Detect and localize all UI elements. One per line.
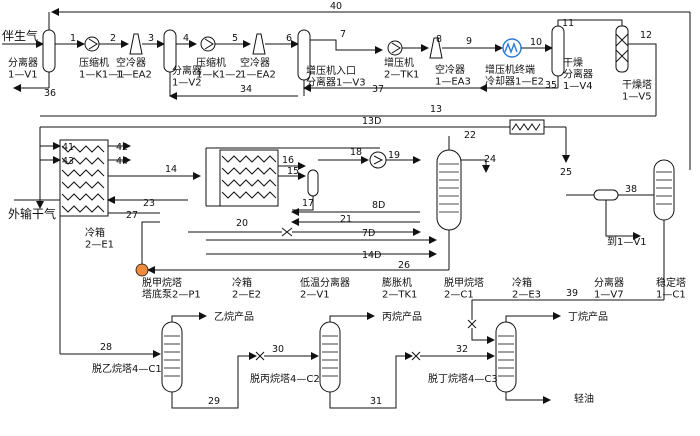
svg-text:10: 10 [530, 37, 542, 48]
svg-text:31: 31 [370, 396, 382, 407]
svg-text:增压机入口分离器1—V3: 增压机入口分离器1—V3 [306, 64, 366, 89]
svg-text:15: 15 [287, 166, 299, 177]
svg-text:3: 3 [148, 33, 154, 44]
svg-text:7: 7 [340, 29, 346, 40]
svg-text:32: 32 [456, 344, 468, 355]
svg-text:13D: 13D [362, 116, 381, 127]
svg-text:26: 26 [398, 260, 410, 271]
svg-text:30: 30 [272, 344, 284, 355]
svg-text:11: 11 [562, 18, 574, 29]
svg-text:22: 22 [464, 130, 476, 141]
svg-text:25: 25 [560, 167, 572, 178]
separator-2v1 [307, 169, 319, 197]
svg-text:8: 8 [436, 34, 442, 45]
svg-text:39: 39 [566, 288, 578, 299]
separator-1v7 [593, 189, 619, 201]
svg-text:8D: 8D [372, 200, 385, 211]
svg-text:20: 20 [236, 218, 248, 229]
air-cooler-1ea3 [429, 37, 443, 59]
svg-text:17: 17 [302, 198, 314, 209]
svg-text:4: 4 [183, 33, 189, 44]
svg-text:5: 5 [232, 33, 238, 44]
svg-text:12: 12 [640, 30, 652, 41]
svg-text:冷箱2—E1: 冷箱2—E1 [85, 226, 114, 251]
svg-text:13: 13 [430, 104, 442, 115]
svg-text:28: 28 [100, 342, 112, 353]
svg-text:35: 35 [545, 80, 557, 91]
svg-text:27: 27 [126, 210, 138, 221]
expander-2tk1 [369, 151, 387, 169]
svg-text:41: 41 [62, 142, 74, 153]
svg-text:脱乙烷塔4—C1: 脱乙烷塔4—C1 [92, 362, 162, 375]
air-cooler-1ea2-a [129, 33, 143, 55]
dryer-1v5 [615, 25, 629, 73]
svg-text:乙烷产品: 乙烷产品 [214, 310, 254, 323]
svg-text:29: 29 [208, 396, 220, 407]
svg-text:轻油: 轻油 [574, 392, 594, 405]
svg-text:脱丁烷塔4—C3: 脱丁烷塔4—C3 [428, 372, 498, 385]
svg-text:6: 6 [286, 33, 292, 44]
svg-text:增压机终端冷却器1—E2: 增压机终端冷却器1—E2 [485, 63, 544, 88]
svg-text:42: 42 [116, 142, 128, 153]
svg-text:14D: 14D [362, 250, 381, 261]
stream-40-label: 40 [330, 1, 342, 12]
stream-36-label: 36 [44, 88, 56, 99]
svg-text:丙烷产品: 丙烷产品 [382, 310, 422, 323]
debutanizer-4c3 [495, 321, 517, 393]
svg-text:23: 23 [143, 198, 155, 209]
stabilizer-1c1 [653, 159, 675, 221]
label-2p1: 脱甲烷塔塔底泵2—P1 [142, 276, 201, 301]
svg-text:19: 19 [388, 150, 400, 161]
svg-text:38: 38 [625, 184, 637, 195]
demethanizer-2c1 [436, 149, 462, 231]
svg-text:21: 21 [340, 214, 352, 225]
svg-text:外输干气: 外输干气 [8, 206, 56, 221]
svg-text:44: 44 [116, 156, 128, 167]
svg-text:43: 43 [62, 156, 74, 167]
svg-text:到1—V1: 到1—V1 [607, 236, 647, 248]
svg-text:分离器1—V2: 分离器1—V2 [172, 64, 202, 89]
svg-text:7D: 7D [362, 228, 375, 239]
stream-1-label: 1 [70, 33, 76, 44]
svg-text:34: 34 [240, 84, 252, 95]
feed-label: 伴生气 [2, 28, 38, 43]
cold-box-2e3 [509, 119, 545, 135]
deethanizer-4c1 [161, 321, 183, 393]
svg-text:14: 14 [165, 164, 177, 175]
svg-text:18: 18 [350, 147, 362, 158]
svg-text:丁烷产品: 丁烷产品 [568, 310, 608, 323]
separator-1v1 [42, 29, 56, 73]
air-cooler-1ea2-b [252, 33, 266, 55]
pump-2p1 [135, 263, 149, 277]
depropanizer-4c2 [319, 321, 341, 393]
svg-text:2: 2 [110, 33, 116, 44]
svg-text:9: 9 [466, 36, 472, 47]
svg-text:37: 37 [372, 84, 384, 95]
svg-text:脱丙烷塔4—C2: 脱丙烷塔4—C2 [250, 372, 320, 385]
svg-text:16: 16 [282, 155, 294, 166]
svg-text:24: 24 [484, 154, 496, 165]
